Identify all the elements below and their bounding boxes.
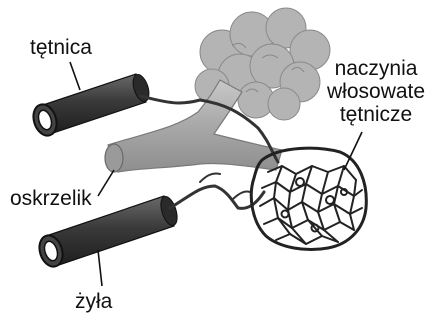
label-oskrzelik: oskrzelik — [10, 187, 92, 210]
leader-naczynia — [344, 132, 362, 170]
label-naczynia-line3: tętnicze — [327, 103, 425, 126]
label-naczynia-wlosowate-tetnicze: naczynia włosowate tętnicze — [327, 57, 425, 126]
artery-vessel — [30, 73, 152, 139]
label-naczynia-line2: włosowate — [327, 80, 425, 103]
leader-zyla — [98, 250, 102, 286]
label-zyla: żyła — [75, 290, 112, 313]
label-tetnica: tętnica — [30, 36, 92, 59]
leader-oskrzelik — [98, 170, 114, 196]
label-naczynia-line1: naczynia — [327, 57, 425, 80]
leader-tetnica — [70, 62, 80, 90]
